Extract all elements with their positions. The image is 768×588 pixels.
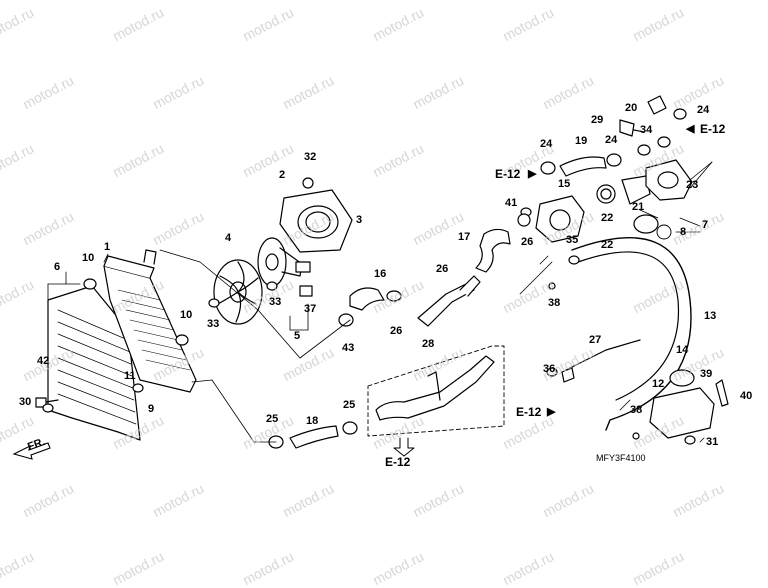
water-pipe-28: [417, 275, 481, 327]
callout-10-lower: 10: [180, 309, 193, 321]
callout-8: 8: [680, 226, 687, 238]
callout-17: 17: [458, 231, 471, 243]
callout-22-lower: 22: [601, 239, 614, 251]
callout-13: 13: [704, 310, 717, 322]
ref-e12-mid: E-12: [516, 405, 542, 419]
callout-41: 41: [505, 197, 518, 209]
callout-10-upper: 10: [82, 252, 95, 264]
callout-12: 12: [652, 378, 665, 390]
callout-32: 32: [304, 151, 317, 163]
cooling-fan: [213, 259, 263, 325]
callout-22-upper: 22: [601, 212, 614, 224]
callout-18: 18: [306, 415, 319, 427]
callout-30: 30: [19, 396, 32, 408]
callout-26-left: 26: [390, 325, 403, 337]
callout-21: 21: [632, 201, 645, 213]
callout-20: 20: [625, 102, 638, 114]
callout-9: 9: [148, 403, 155, 415]
callout-14: 14: [676, 344, 689, 356]
callout-33-right: 33: [269, 296, 282, 308]
callout-26-mid: 26: [436, 263, 449, 275]
radiator-shroud: [47, 285, 141, 441]
thermostat-housing: [517, 195, 585, 243]
hose-16: [338, 287, 402, 327]
arrow-e12-top-mid-icon: ▶: [528, 168, 537, 180]
leader-lines: [47, 161, 713, 443]
thermostat-cap: [633, 214, 672, 240]
callout-2: 2: [279, 169, 286, 181]
arrow-e12-top-right-icon: ◀: [686, 123, 695, 135]
bolt-30: [35, 397, 59, 413]
water-pump-housing: [596, 159, 693, 205]
hose-17: [475, 228, 511, 273]
callout-25-right: 25: [343, 399, 356, 411]
callout-35: 35: [566, 234, 579, 246]
water-pipe-assembly-e12: [367, 345, 505, 457]
fan-motor: [257, 237, 311, 287]
callout-31: 31: [706, 436, 719, 448]
ref-e12-bottom: E-12: [385, 455, 411, 469]
coolant-reservoir: [649, 369, 729, 445]
callout-15: 15: [558, 178, 571, 190]
callout-3: 3: [356, 214, 363, 226]
callout-38-lower: 38: [630, 404, 643, 416]
callout-27: 27: [589, 334, 602, 346]
callout-23: 23: [686, 179, 699, 191]
radiator: [83, 249, 197, 393]
callout-24-left: 24: [540, 138, 553, 150]
bolt-33: [208, 177, 314, 308]
callout-24-mid: 24: [605, 134, 618, 146]
ref-e12-top-mid: E-12: [495, 167, 521, 181]
callout-5: 5: [294, 330, 301, 342]
reservoir-hoses: [561, 237, 692, 431]
callout-29: 29: [591, 114, 604, 126]
temperature-sensor: [619, 95, 687, 156]
callout-38-upper: 38: [548, 297, 561, 309]
diagram-code: MFY3F4100: [596, 453, 646, 463]
hose-clamps: [546, 255, 640, 440]
callout-4: 4: [225, 232, 232, 244]
callout-40: 40: [740, 390, 753, 402]
callout-28: 28: [422, 338, 435, 350]
fan-shroud: [279, 189, 353, 253]
callout-24-top: 24: [697, 104, 710, 116]
callout-37: 37: [304, 303, 317, 315]
arrow-e12-mid-icon: ▶: [547, 406, 556, 418]
callout-1: 1: [104, 241, 111, 253]
front-direction-arrow: [12, 442, 51, 460]
callout-42: 42: [37, 355, 50, 367]
callout-39: 39: [700, 368, 713, 380]
callout-34: 34: [640, 124, 653, 136]
diagram-canvas: [12, 95, 729, 460]
callout-33-left: 33: [207, 318, 220, 330]
callout-16: 16: [374, 268, 387, 280]
callout-11: 11: [124, 370, 136, 382]
callout-6: 6: [54, 261, 61, 273]
callout-36: 36: [543, 363, 556, 375]
hose-19: [540, 153, 622, 177]
callout-7: 7: [702, 219, 709, 231]
callout-19: 19: [575, 135, 588, 147]
ref-e12-top-right: E-12: [700, 122, 726, 136]
callout-43: 43: [342, 342, 355, 354]
callout-25-left: 25: [266, 413, 279, 425]
callout-26-right: 26: [521, 236, 534, 248]
